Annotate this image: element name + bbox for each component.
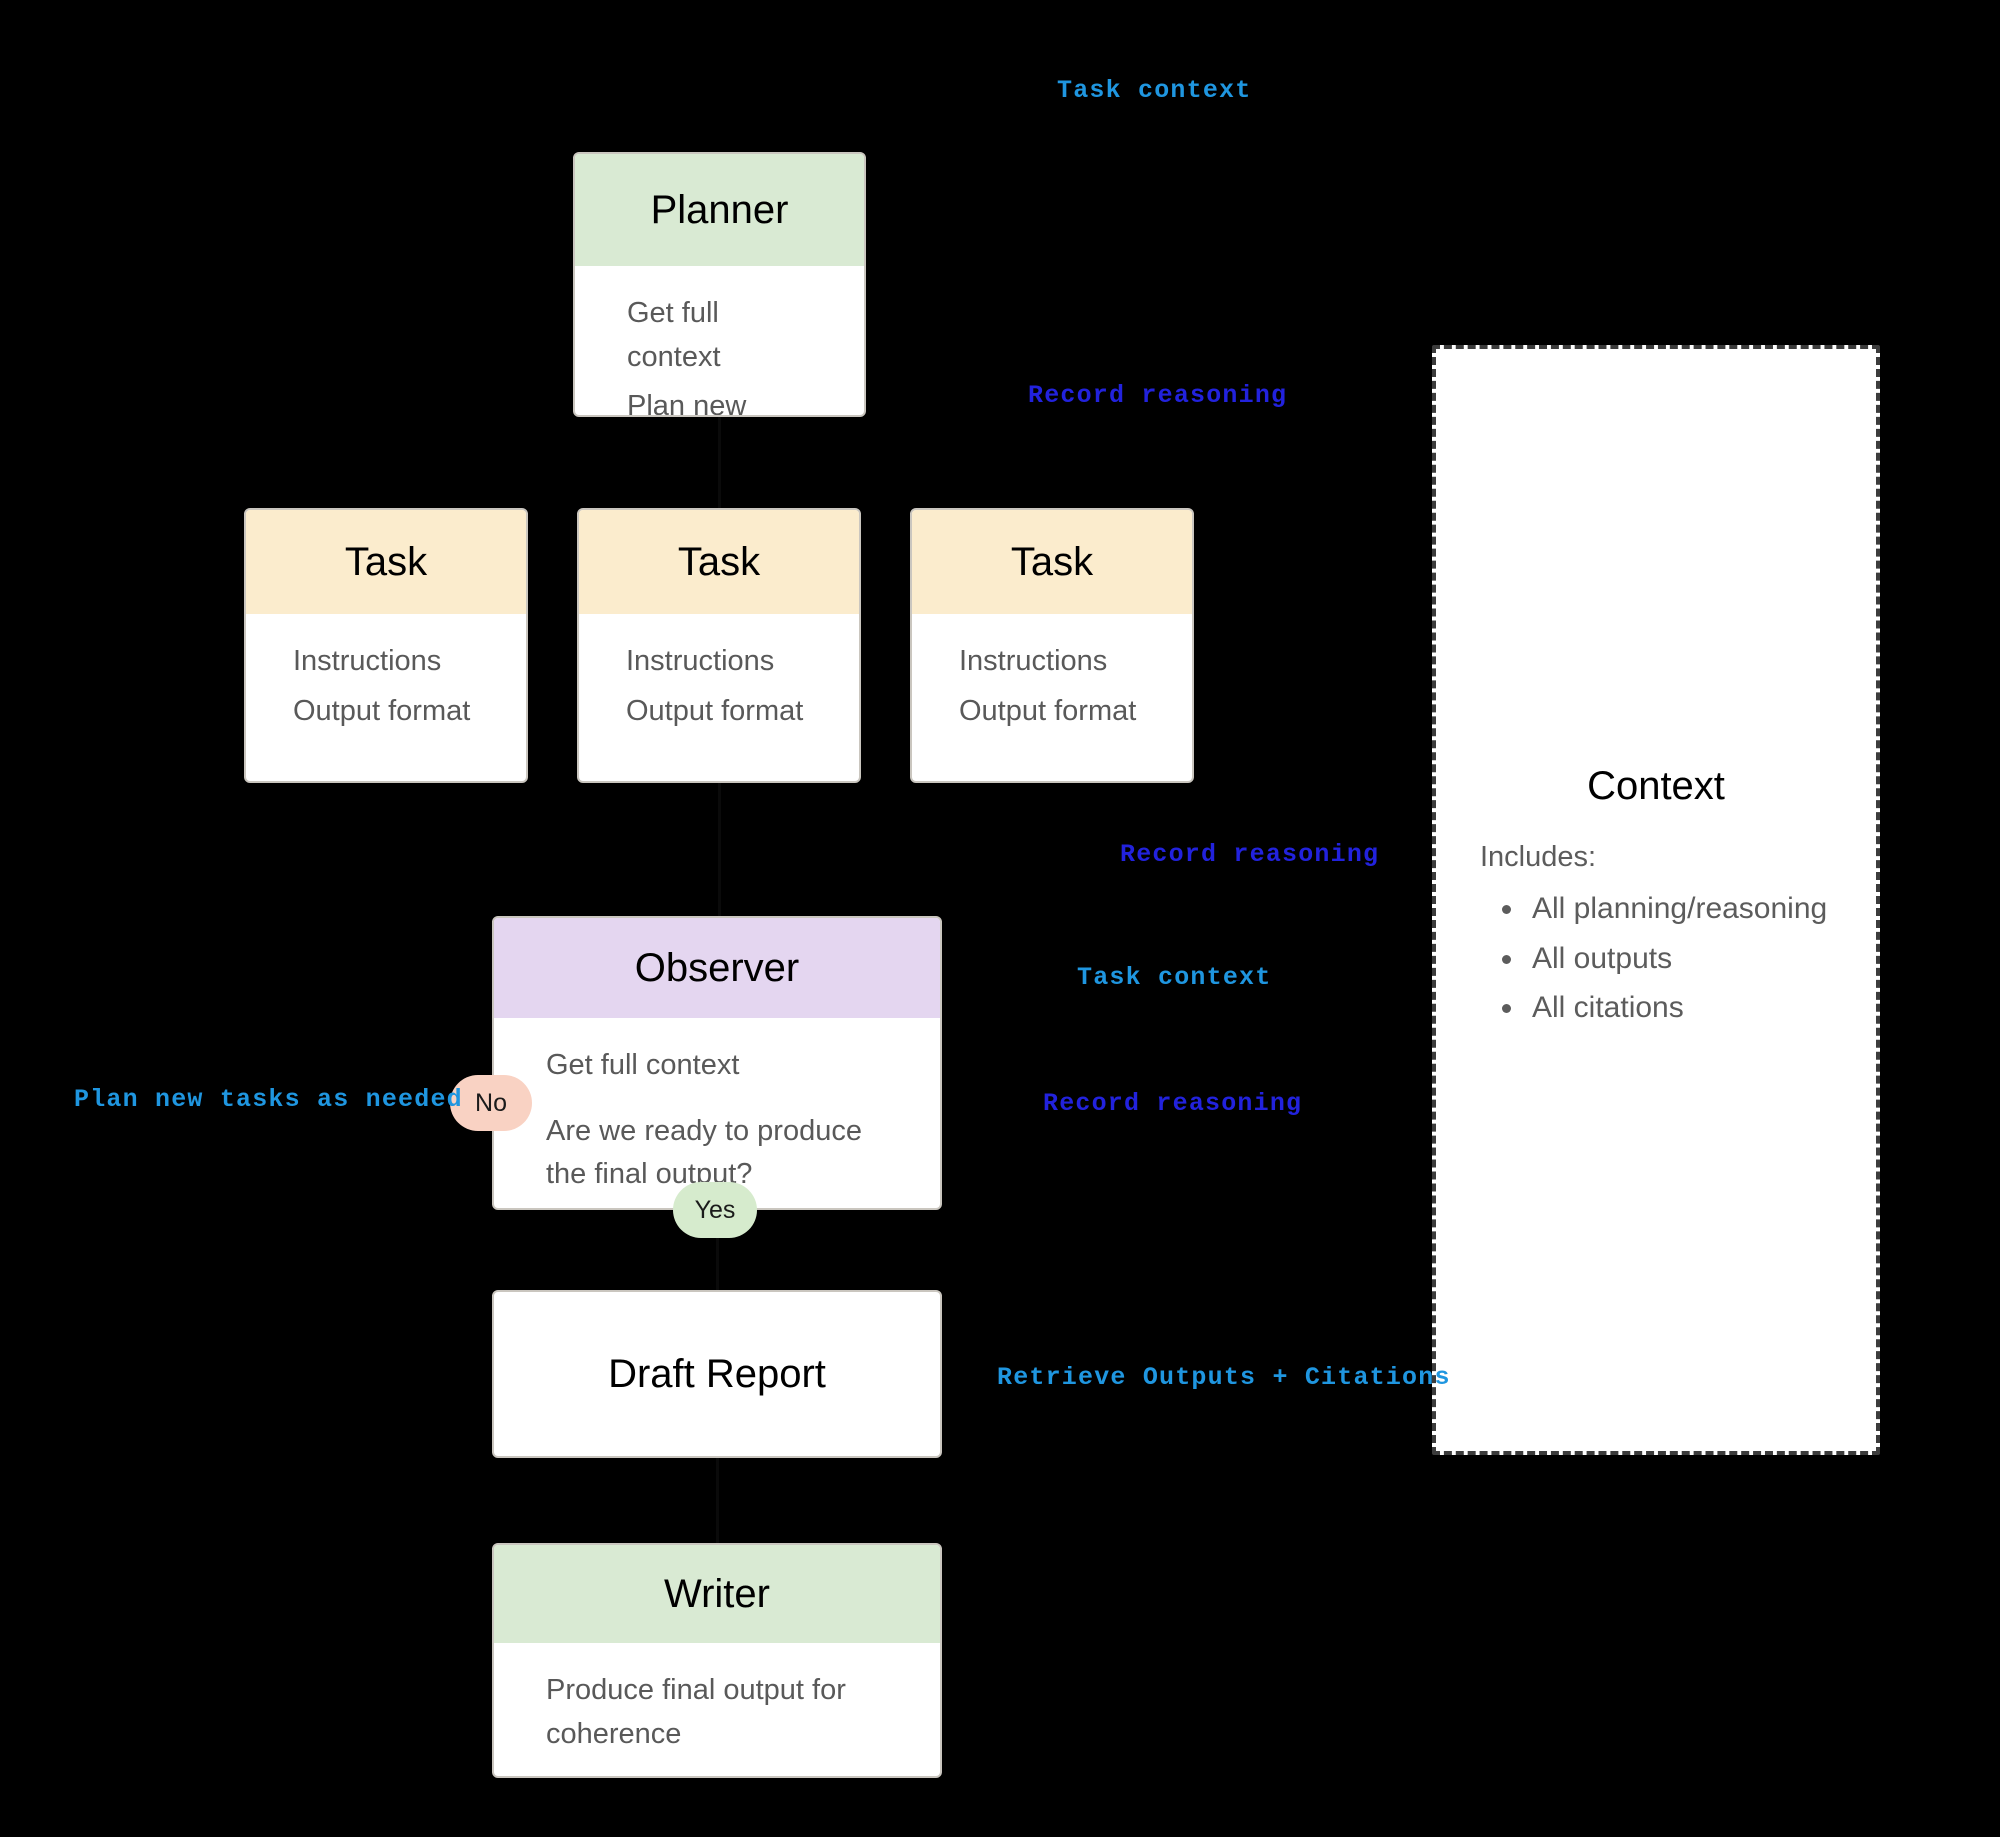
writer-line-1: Produce final output for coherence	[546, 1674, 854, 1750]
edge-label-record-reasoning-1: Record reasoning	[1028, 381, 1288, 410]
edge-label-plan-new-tasks-as-needed: Plan new tasks as needed	[74, 1085, 463, 1114]
task-1-line-1: Instructions	[293, 645, 442, 677]
writer-body: Produce final output for coherence	[494, 1643, 940, 1774]
task-3-title: Task	[912, 510, 1192, 614]
writer-title: Writer	[494, 1545, 940, 1643]
edge-label-record-reasoning-3: Record reasoning	[1043, 1089, 1303, 1118]
context-list-item: All citations	[1526, 983, 1827, 1033]
task-3-body: Instructions Output format	[912, 614, 1192, 753]
draft-report-title: Draft Report	[608, 1351, 826, 1396]
planner-body: Get full context Plan new tasks	[575, 266, 864, 417]
task-2-body: Instructions Output format	[579, 614, 859, 753]
connector-observer-to-draft	[716, 1210, 719, 1290]
connector-tasks-to-observer	[718, 783, 721, 916]
task-1-body: Instructions Output format	[246, 614, 526, 753]
task-3-line-2: Output format	[959, 694, 1137, 727]
task-2-line-1: Instructions	[626, 645, 775, 677]
connector-draft-to-writer	[716, 1458, 719, 1543]
observer-line-2: Are we ready to produce the final output…	[546, 1114, 871, 1191]
decision-yes-pill[interactable]: Yes	[673, 1182, 757, 1238]
context-list-item: All planning/reasoning	[1526, 884, 1827, 934]
task-node-3[interactable]: Task Instructions Output format	[910, 508, 1194, 783]
context-includes-list: All planning/reasoning All outputs All c…	[1480, 884, 1827, 1033]
context-includes-label: Includes:	[1480, 841, 1597, 873]
planner-line-2: Plan new tasks	[627, 390, 747, 417]
connector-planner-to-tasks	[718, 417, 721, 508]
task-1-title: Task	[246, 510, 526, 614]
edge-label-retrieve-outputs-citations: Retrieve Outputs + Citations	[997, 1363, 1451, 1392]
task-2-line-2: Output format	[626, 694, 804, 727]
context-list-item: All outputs	[1526, 934, 1827, 984]
planner-node[interactable]: Planner Get full context Plan new tasks	[573, 152, 866, 417]
planner-title: Planner	[575, 154, 864, 266]
task-2-title: Task	[579, 510, 859, 614]
decision-no-pill[interactable]: No	[450, 1075, 532, 1131]
context-panel[interactable]: Context Includes: All planning/reasoning…	[1432, 345, 1880, 1455]
task-node-2[interactable]: Task Instructions Output format	[577, 508, 861, 783]
task-1-line-2: Output format	[293, 694, 471, 727]
task-node-1[interactable]: Task Instructions Output format	[244, 508, 528, 783]
edge-label-task-context-mid: Task context	[1077, 963, 1272, 992]
draft-report-node[interactable]: Draft Report	[492, 1290, 942, 1458]
task-3-line-1: Instructions	[959, 645, 1108, 677]
writer-node[interactable]: Writer Produce final output for coherenc…	[492, 1543, 942, 1778]
observer-line-1: Get full context	[546, 1049, 740, 1081]
edge-label-record-reasoning-2: Record reasoning	[1120, 840, 1380, 869]
observer-title: Observer	[494, 918, 940, 1018]
context-title: Context	[1587, 764, 1725, 808]
edge-label-task-context-top: Task context	[1057, 76, 1252, 105]
planner-line-1: Get full context	[627, 297, 727, 373]
observer-body: Get full context Are we ready to produce…	[494, 1018, 940, 1208]
observer-node[interactable]: Observer Get full context Are we ready t…	[492, 916, 942, 1210]
